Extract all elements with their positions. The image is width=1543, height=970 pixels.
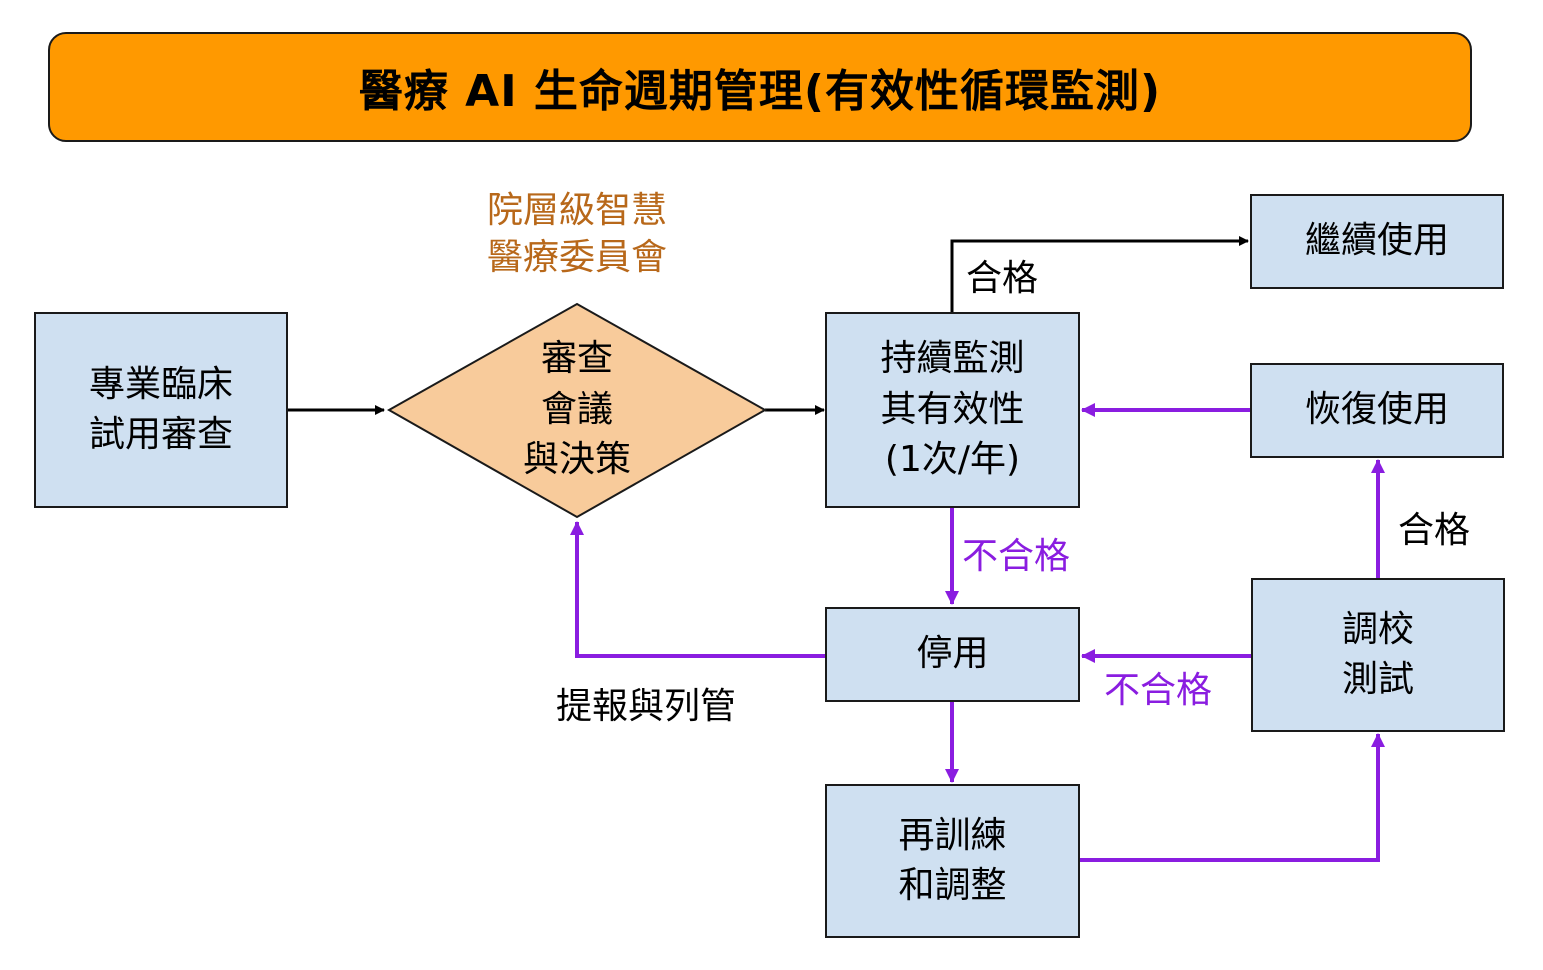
resume-use-box: 恢復使用	[1250, 363, 1504, 458]
fail-label-left: 不合格	[1104, 670, 1213, 711]
title-banner: 醫療 AI 生命週期管理(有效性循環監測)	[48, 32, 1472, 142]
decision-diamond	[386, 302, 768, 519]
calibration-box: 調校 測試	[1251, 578, 1505, 732]
fail-label-down: 不合格	[962, 536, 1071, 577]
clinical-review-box: 專業臨床 試用審查	[34, 312, 288, 508]
continue-use-box: 繼續使用	[1250, 194, 1504, 289]
page-title: 醫療 AI 生命週期管理(有效性循環監測)	[358, 66, 1162, 117]
pass-label-right: 合格	[1398, 510, 1471, 551]
decision-text: 審查 會議 與決策	[522, 338, 631, 481]
arrow-suspend-to-decision	[570, 521, 825, 658]
retrain-box: 再訓練 和調整	[825, 784, 1080, 938]
arrow-retrain-to-calibration	[1080, 733, 1385, 862]
arrow-monitor-to-continue	[950, 236, 1249, 312]
monitor-box: 持續監測 其有效性 (1次/年)	[825, 312, 1080, 508]
report-label: 提報與列管	[556, 686, 737, 727]
suspend-box: 停用	[825, 607, 1080, 702]
committee-label: 院層級智慧 醫療委員會	[486, 190, 667, 278]
pass-label-top: 合格	[966, 258, 1039, 299]
